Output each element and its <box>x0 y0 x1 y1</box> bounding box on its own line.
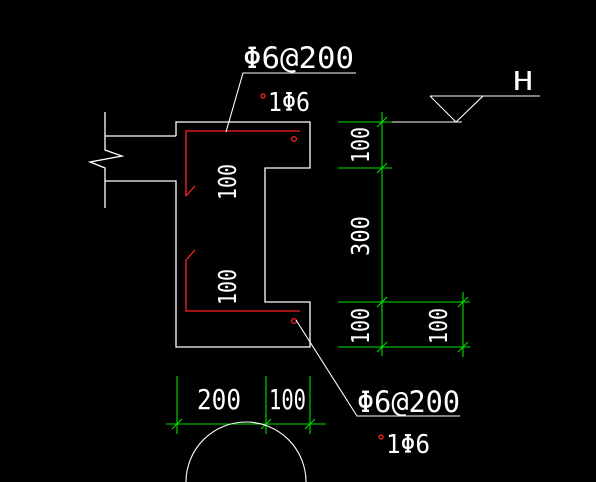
section-outline <box>87 112 311 348</box>
leaders <box>225 72 540 417</box>
leader-bottom <box>295 319 460 417</box>
rebar-dot-upper <box>290 135 298 143</box>
dimensions <box>166 112 470 434</box>
rebar-lower <box>185 260 300 312</box>
rebar-group <box>185 93 384 440</box>
rebar-dot-legend-top <box>260 93 266 99</box>
rebar-top-count: 1Φ6 <box>268 88 310 118</box>
rebar-bottom-count: 1Φ6 <box>386 430 430 460</box>
leader-top <box>225 72 356 133</box>
dim-right-bottom-projection: 100 <box>424 308 453 344</box>
dim-bottom-width: 200 <box>197 383 241 416</box>
elevation-triangle <box>429 95 485 123</box>
dim-bottom-lip: 100 <box>269 383 306 416</box>
dim-inner-lower: 100 <box>213 269 242 305</box>
rebar-lower-hook <box>185 249 196 261</box>
circle-fragment <box>185 421 307 482</box>
rebar-dot-legend-bottom <box>378 434 384 440</box>
dim-inner-upper: 100 <box>213 164 242 200</box>
dim-right-top: 100 <box>346 127 375 163</box>
rebar-dot-lower <box>290 317 298 325</box>
rebar-upper-hook <box>185 185 196 197</box>
rebar-top-label: Φ6@200 <box>243 41 354 75</box>
rebar-bottom-label: Φ6@200 <box>357 385 460 419</box>
break-line <box>87 112 125 208</box>
rebar-upper <box>185 130 300 196</box>
profile-outline <box>105 121 311 348</box>
elevation-label: H <box>513 67 533 97</box>
dim-right-middle: 300 <box>346 216 375 256</box>
dim-right-bottom: 100 <box>346 308 375 344</box>
